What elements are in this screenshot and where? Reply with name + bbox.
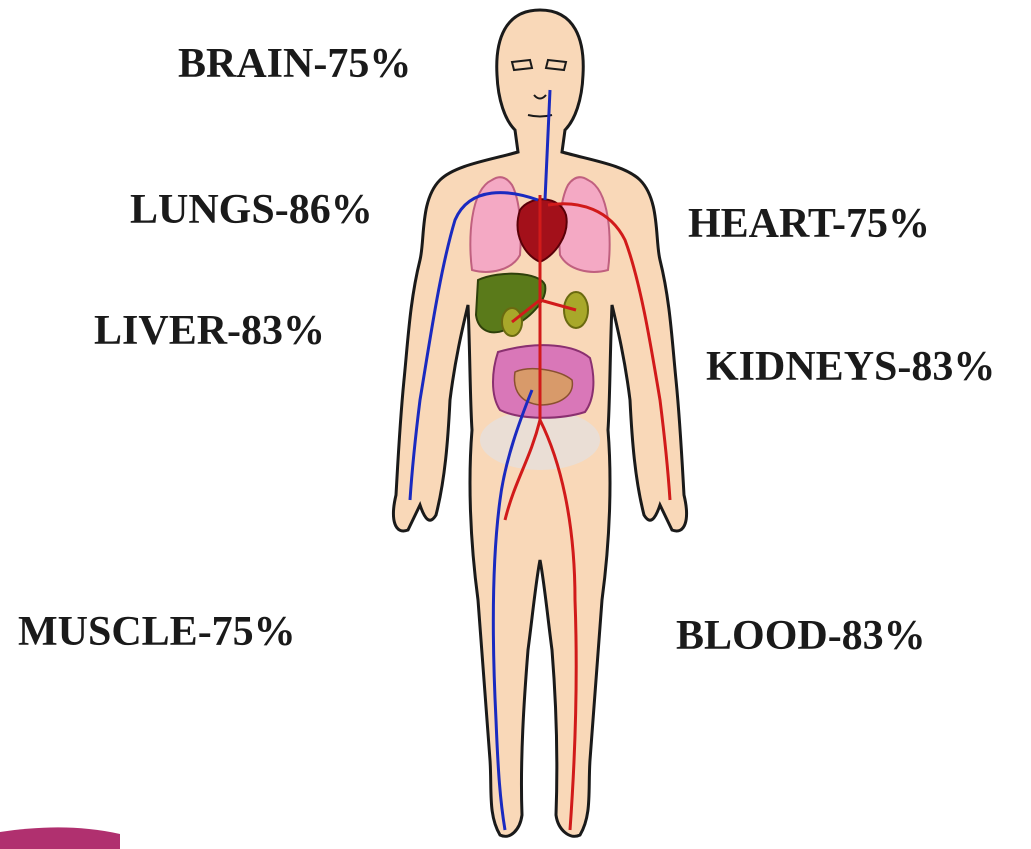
- liver-label: LIVER-83%: [94, 307, 325, 355]
- blood-label: BLOOD-83%: [676, 612, 926, 660]
- kidneys-label: KIDNEYS-83%: [706, 343, 995, 391]
- heart-label: HEART-75%: [688, 200, 930, 248]
- lungs-label: LUNGS-86%: [130, 186, 373, 234]
- brain-label: BRAIN-75%: [178, 40, 411, 88]
- muscle-label: MUSCLE-75%: [18, 608, 296, 656]
